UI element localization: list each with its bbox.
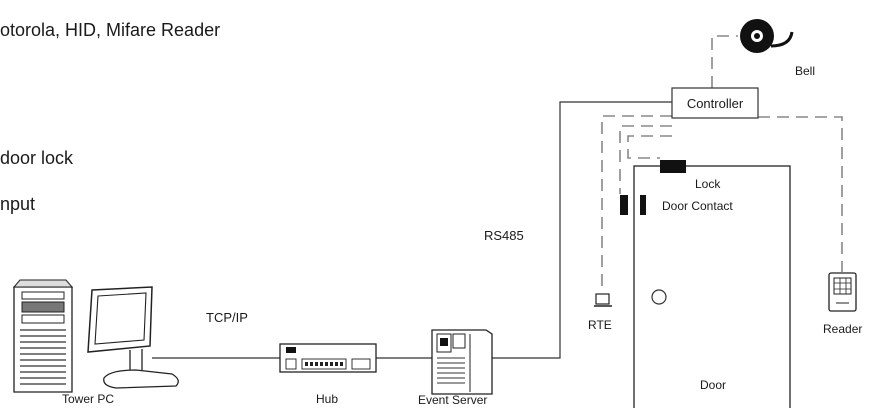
- lock-label: Lock: [695, 177, 721, 191]
- monitor-icon: [87, 286, 179, 389]
- legend-input: nput: [0, 194, 35, 214]
- rs485-label: RS485: [484, 228, 524, 243]
- tower-pc-label: Tower PC: [62, 392, 114, 406]
- hub-label: Hub: [316, 392, 338, 406]
- controller-box: [671, 87, 759, 119]
- bell-label: Bell: [795, 64, 815, 78]
- event-server-icon: [431, 329, 493, 395]
- rte-icon: [594, 293, 612, 307]
- door-knob: [651, 289, 667, 305]
- legend-door-lock: door lock: [0, 148, 74, 168]
- reader-icon: [828, 272, 857, 312]
- lock-link: [627, 135, 672, 159]
- controller-label: Controller: [687, 96, 744, 111]
- legend-reader-types: otorola, HID, Mifare Reader: [0, 20, 220, 40]
- door-contact-sensor-a: [620, 195, 628, 215]
- bell-link: [711, 35, 738, 88]
- door-contact-link: [619, 125, 672, 194]
- bell-icon: [740, 19, 794, 53]
- door-contact-label: Door Contact: [662, 199, 733, 213]
- reader-link: [758, 116, 843, 272]
- door-label: Door: [700, 378, 726, 392]
- tower-pc-icon: [12, 279, 74, 393]
- rs485-link: [492, 101, 672, 359]
- reader-label: Reader: [823, 322, 862, 336]
- door-frame: [633, 165, 791, 408]
- rte-link: [601, 115, 672, 292]
- rte-label: RTE: [588, 318, 612, 332]
- event-server-label: Event Server: [418, 393, 487, 407]
- door-contact-sensor-b: [640, 195, 646, 215]
- lock-device: [660, 160, 686, 173]
- tcpip-label: TCP/IP: [206, 310, 248, 325]
- hub-icon: [279, 343, 377, 373]
